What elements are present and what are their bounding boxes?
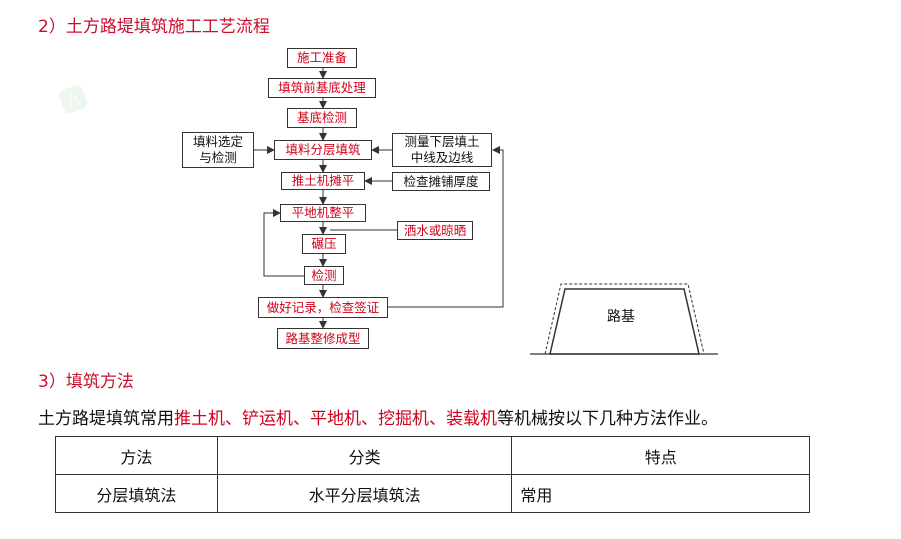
input-check-thickness: 检查摊铺厚度 [392,172,490,191]
table-row: 分层填筑法 水平分层填筑法 常用 [55,474,810,513]
step-rolling: 碾压 [302,234,346,254]
subgrade-diagram [530,283,718,355]
step-bulldozer-spreading: 推土机摊平 [281,172,365,190]
step-construction-prep: 施工准备 [287,48,357,68]
paragraph-after: 等机械按以下几种方法作业。 [497,409,718,429]
cell-category: 水平分层填筑法 [216,474,513,513]
step-base-inspection: 基底检测 [287,108,357,128]
survey-line2: 中线及边线 [410,150,474,165]
fill-material-line1: 填料选定 [192,134,243,149]
cell-method: 分层填筑法 [55,474,218,513]
table-header-row: 方法 分类 特点 [55,436,810,475]
paragraph-machines: 推土机、铲运机、平地机、挖掘机、装载机 [174,409,497,429]
input-survey: 测量下层填土 中线及边线 [392,133,492,167]
methods-table: 方法 分类 特点 分层填筑法 水平分层填筑法 常用 [55,436,810,513]
process-heading: 2）土方路堤填筑施工工艺流程 [38,17,270,37]
cell-feature: 常用 [511,474,810,513]
fill-material-line2: 与检测 [199,150,237,165]
methods-paragraph: 土方路堤填筑常用推土机、铲运机、平地机、挖掘机、装载机等机械按以下几种方法作业。 [38,404,718,429]
subgrade-label: 路基 [607,309,635,325]
step-layered-filling: 填料分层填筑 [274,140,372,160]
header-feature: 特点 [511,436,810,475]
input-fill-material: 填料选定 与检测 [182,132,254,168]
step-grader-leveling: 平地机整平 [280,204,366,222]
header-method: 方法 [55,436,218,475]
paragraph-before: 土方路堤填筑常用 [38,409,174,429]
step-record-sign: 做好记录，检查签证 [258,297,388,318]
step-inspection: 检测 [304,266,344,285]
step-subgrade-finishing: 路基整修成型 [277,328,369,349]
header-category: 分类 [216,436,513,475]
input-water-or-dry: 洒水或晾晒 [397,221,473,240]
methods-heading: 3）填筑方法 [38,372,134,392]
survey-line1: 测量下层填土 [404,134,480,149]
step-base-treatment: 填筑前基底处理 [268,78,376,98]
